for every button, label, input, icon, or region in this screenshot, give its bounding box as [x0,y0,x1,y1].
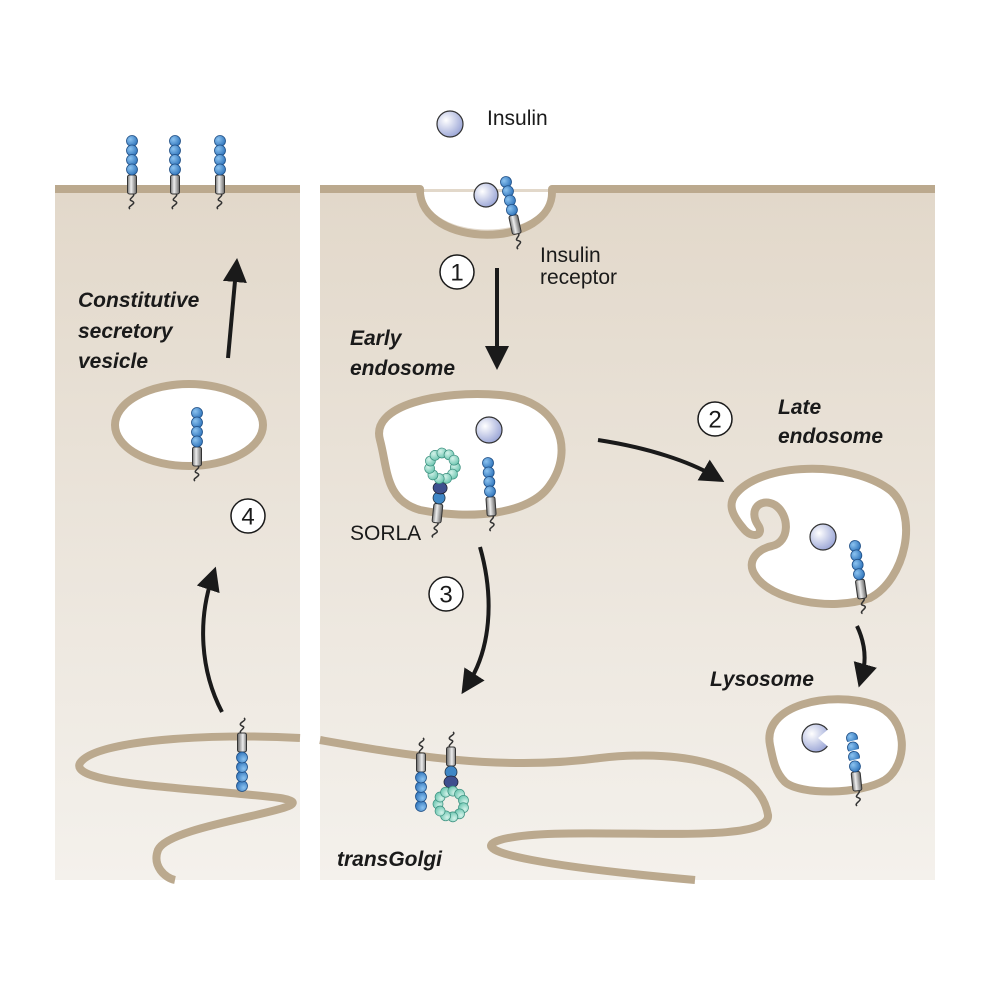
arrow-to-lysosome [853,625,877,688]
arrow-to-late-endosome [597,438,725,483]
lysosome-label: Lysosome [710,668,814,691]
receptor-bead [169,163,181,176]
insulin-label: Insulin [487,107,548,130]
degraded-insulin [801,723,832,753]
trans-golgi-membrane-right [319,736,772,884]
insulin-receptor [849,540,868,615]
svg-text:2: 2 [708,407,721,434]
receptor-bead [214,163,226,176]
svg-text:1: 1 [450,260,463,287]
late-endosome-label-line2: endosome [778,425,883,448]
lysosome [765,695,906,796]
insulin-receptor [500,176,522,250]
step-4-badge: 4 [230,498,266,534]
arrow-to-plasma-membrane [222,258,247,359]
insulin-molecule [475,416,503,444]
insulin-receptor-label-line1: Insulin [540,244,601,267]
secretory-vesicle-label-line1: Constitutive [78,289,200,312]
insulin-receptor [126,135,138,210]
trans-golgi-membrane-left [75,732,301,884]
step-2-badge: 2 [697,401,733,437]
insulin-receptor [191,407,203,482]
insulin-receptor [236,717,248,792]
sorla-ring-bead [434,805,446,817]
early-endosome-label-line2: endosome [350,357,455,380]
early-endosome-label-line1: Early [350,327,403,350]
insulin-receptor [169,135,181,210]
arrow-to-golgi [461,546,491,695]
sorla-label: SORLA [350,522,421,545]
insulin-receptor [415,737,427,812]
insulin-molecule [473,182,499,208]
receptor-bead [236,751,248,764]
secretory-vesicle-label-line3: vesicle [78,350,148,373]
sorla-ring-bead [448,454,460,466]
svg-text:3: 3 [439,582,452,609]
degraded-insulin-receptor [845,732,863,807]
secretory-vesicle [111,380,267,470]
insulin-receptor [214,135,226,210]
receptor-bead [126,163,138,176]
receptor-bead [484,485,496,498]
receptor-bead [849,760,861,773]
receptor-bead [415,771,427,784]
sorla-receptor [432,731,469,823]
secretory-vesicle-label-line2: secretory [78,320,174,343]
early-endosome [375,390,566,519]
receptor-bead [506,203,518,216]
trans-golgi-label: transGolgi [337,848,443,871]
sorla-receptor [424,447,461,538]
insulin-receptor-label-line2: receptor [540,266,617,289]
svg-text:4: 4 [241,504,254,531]
plasma-membrane-right-with-pit [320,185,935,239]
step-1-badge: 1 [439,254,475,290]
left-cell-panel [55,189,300,880]
insulin-molecule [809,523,837,551]
insulin-receptor [482,457,497,532]
receptor-bead [191,435,203,448]
step-3-badge: 3 [428,576,464,612]
receptor-bead [853,568,865,581]
insulin-legend-icon [436,110,464,138]
late-endosome-label-line1: Late [778,396,822,419]
arrow-golgi-to-vesicle [196,566,224,713]
